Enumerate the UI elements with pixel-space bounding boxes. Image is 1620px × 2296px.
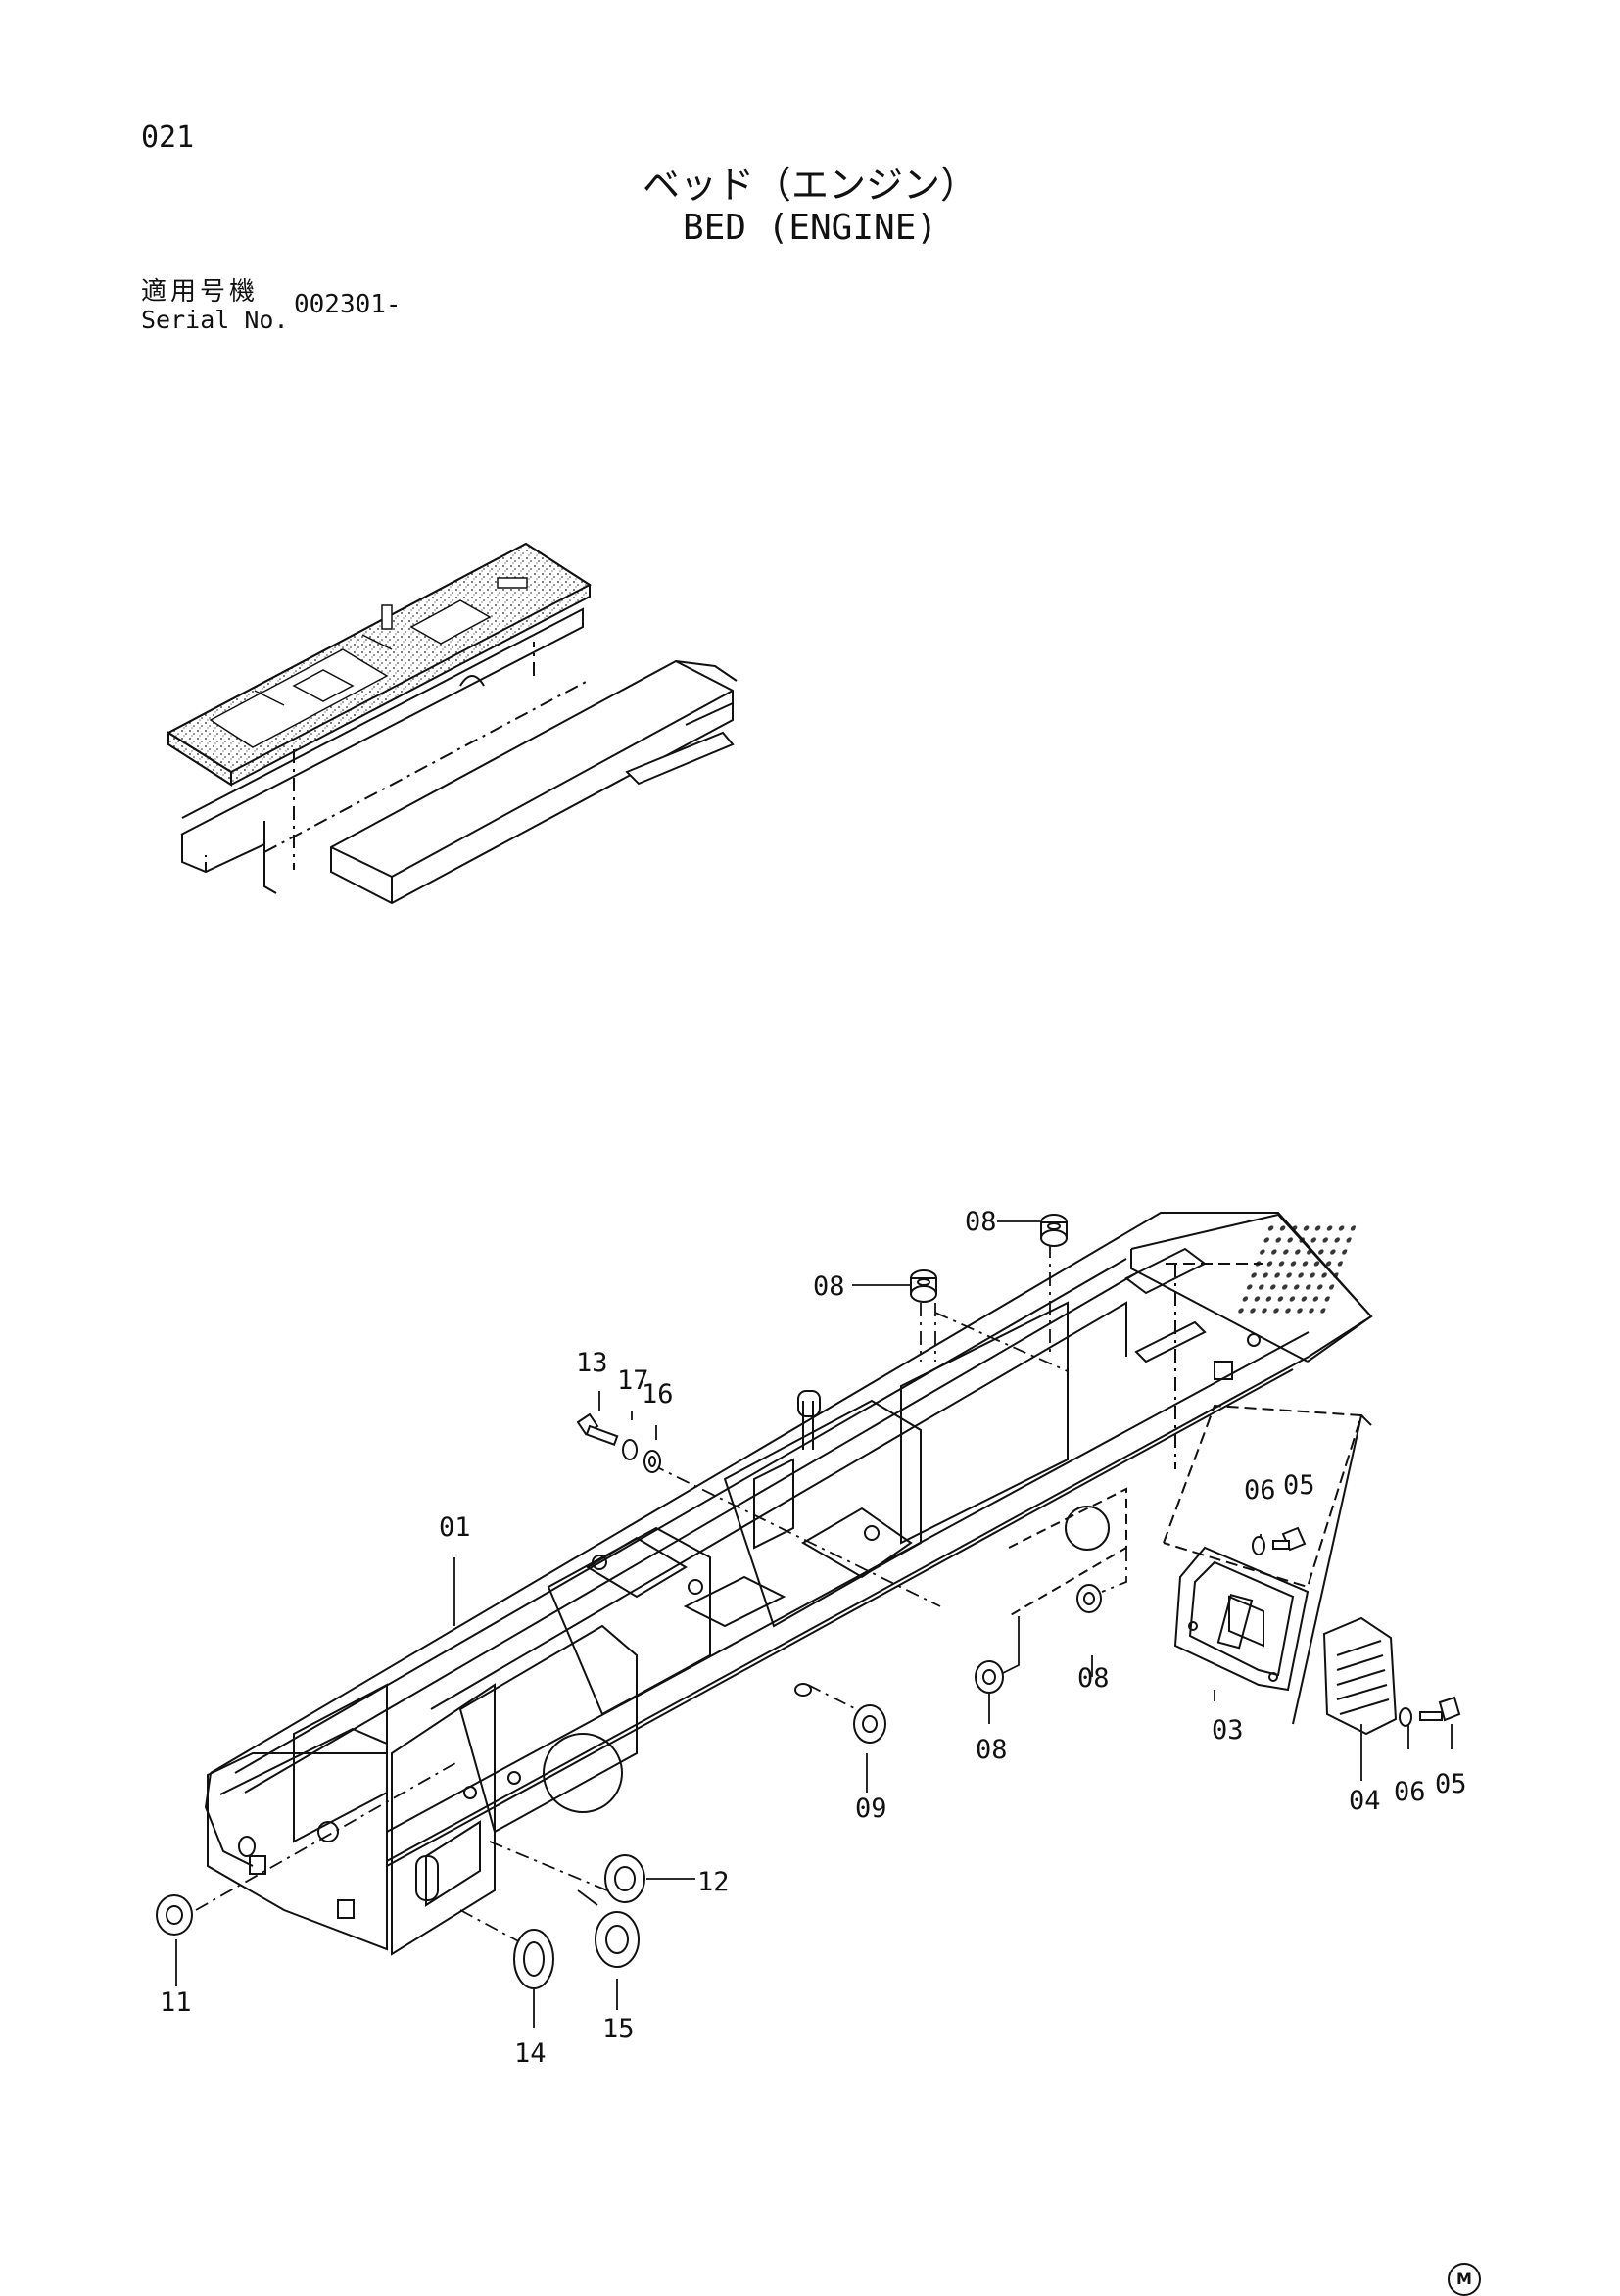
grommet-14 [595, 1911, 640, 1968]
callout-12: 12 [697, 1867, 730, 1897]
title-english: BED (ENGINE) [682, 208, 938, 248]
grommet-08-lower-left [975, 1660, 1004, 1694]
callout-17: 17 [617, 1365, 649, 1396]
callout-01: 01 [439, 1512, 471, 1543]
locator-lower-frame [180, 607, 589, 894]
callout-labels: 08 08 13 17 16 01 06 05 08 08 03 09 04 0… [160, 1207, 1467, 2069]
callout-11: 11 [160, 1987, 192, 2018]
callout-09: 09 [855, 1794, 887, 1824]
grommet-08-top-left [910, 1269, 937, 1303]
bolt-15 [576, 1412, 619, 1446]
locator-diagram [167, 542, 738, 905]
washer-06-lower [1399, 1707, 1412, 1727]
callout-08: 08 [813, 1271, 845, 1302]
callout-05: 05 [1283, 1470, 1315, 1501]
leader-lines [175, 1220, 1453, 2028]
grommet-13 [513, 1929, 554, 1989]
locator-box [330, 659, 738, 905]
main-frame [204, 1212, 1373, 1956]
callout-08: 08 [1077, 1663, 1110, 1694]
serial-label-japanese: 適用号機 [141, 277, 260, 307]
bolt-05-lower [1419, 1696, 1461, 1722]
cover-panel-03 [1173, 1546, 1310, 1692]
grommet-09 [853, 1704, 886, 1744]
callout-04: 04 [1349, 1786, 1381, 1816]
callout-16: 16 [642, 1379, 674, 1410]
grommet-08-top-right [1040, 1214, 1068, 1247]
locator-highlight-bed [167, 542, 592, 787]
callout-08: 08 [976, 1735, 1008, 1765]
serial-label-english: Serial No. [141, 306, 289, 334]
hardware [156, 1214, 1461, 1989]
callout-13: 14 [514, 2038, 547, 2069]
callout-06: 06 [1394, 1777, 1426, 1807]
callout-05: 05 [1435, 1769, 1467, 1799]
washer-06-upper [1252, 1536, 1265, 1555]
bolt-05-upper [1272, 1526, 1307, 1552]
title-japanese: ベッド（エンジン） [642, 164, 977, 207]
callout-15: 13 [576, 1348, 608, 1378]
callout-03: 03 [1212, 1715, 1244, 1746]
grommet-08-lower-right [1076, 1584, 1102, 1613]
lock-washer-17 [622, 1439, 638, 1460]
grommet-11 [156, 1894, 193, 1936]
grille-panel-04 [1322, 1616, 1398, 1736]
callout-06: 06 [1244, 1475, 1276, 1506]
page-number: 021 [141, 120, 195, 155]
washer-16 [643, 1450, 661, 1473]
serial-value: 002301- [294, 290, 402, 319]
callout-08: 08 [965, 1207, 997, 1237]
callout-14: 15 [602, 2014, 635, 2044]
grommet-12 [604, 1854, 645, 1903]
